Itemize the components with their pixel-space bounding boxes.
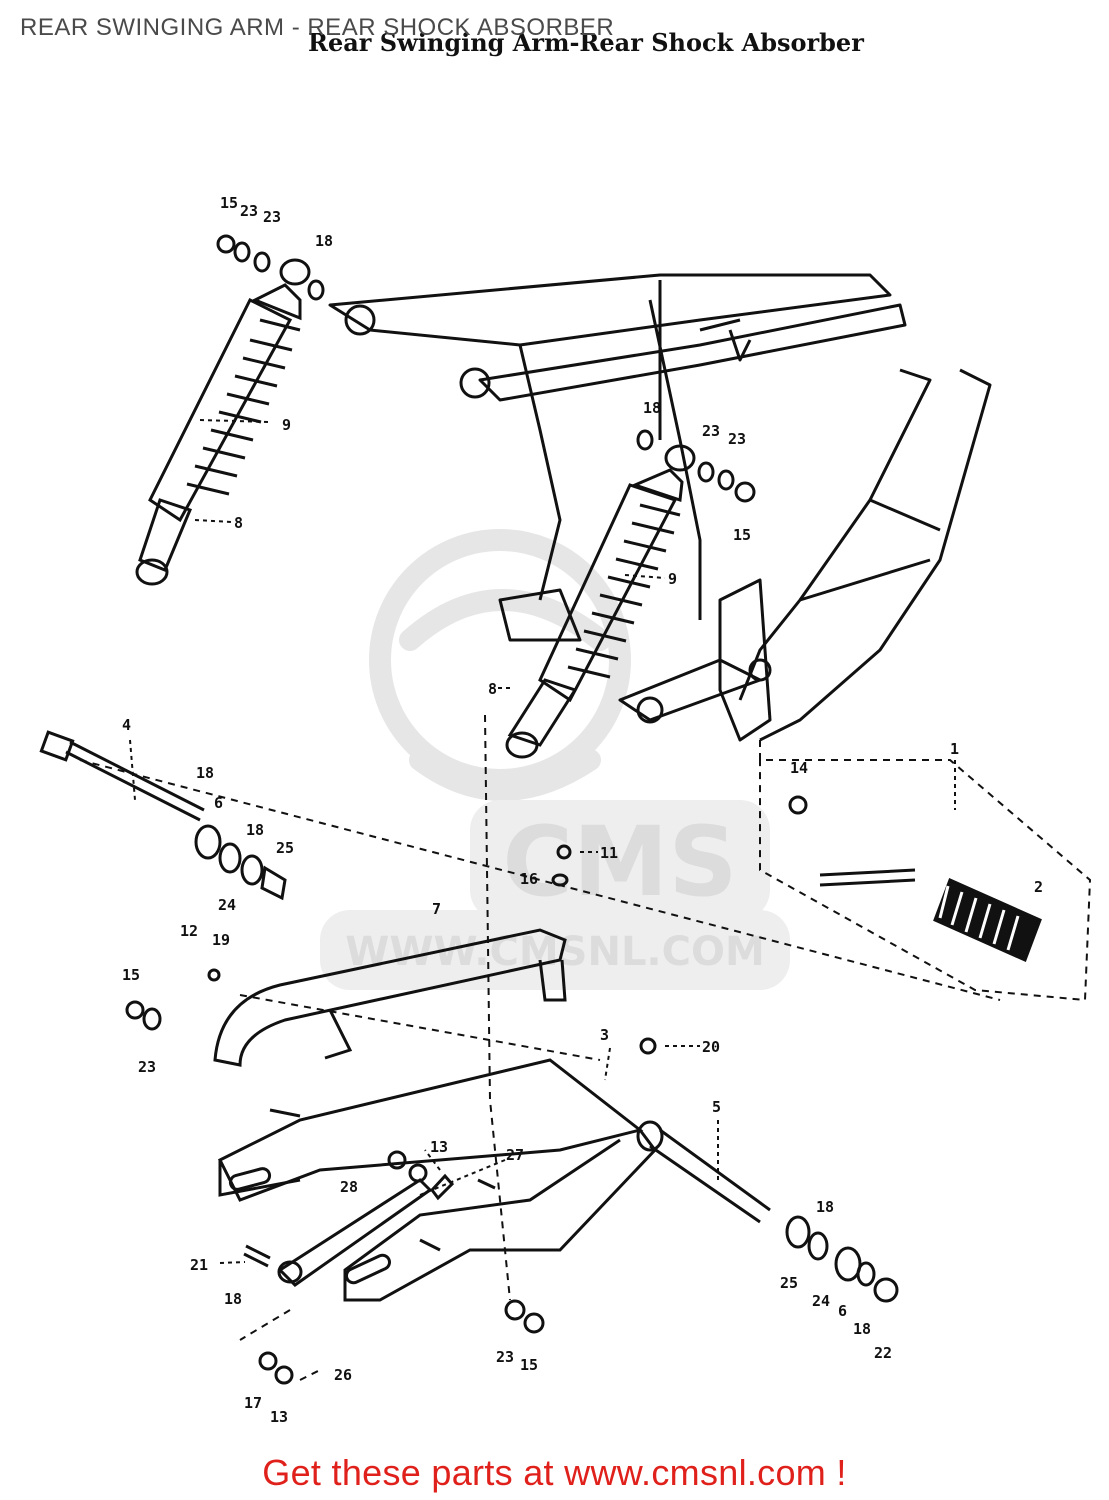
callout-label: 11	[600, 844, 618, 862]
callout-label: 23	[496, 1348, 514, 1366]
callout-label: 28	[340, 1178, 358, 1196]
callout-label: 13	[430, 1138, 448, 1156]
callout-label: 18	[643, 399, 661, 417]
diagram-title: Rear Swinging Arm-Rear Shock Absorber	[308, 28, 864, 57]
left-shock-absorber	[135, 258, 311, 586]
callout-label: 18	[224, 1290, 242, 1308]
callout-label: 23	[138, 1058, 156, 1076]
pivot-shaft-right	[636, 1120, 899, 1303]
callout-label: 24	[218, 896, 236, 914]
callout-label: 20	[702, 1038, 720, 1056]
chain-guard	[213, 928, 567, 1067]
callout-label: 2	[1034, 878, 1043, 896]
callout-label: 25	[780, 1274, 798, 1292]
callout-label: 22	[874, 1344, 892, 1362]
callout-label: 18	[246, 821, 264, 839]
callout-label: 4	[122, 716, 131, 734]
callout-label: 17	[244, 1394, 262, 1412]
guide-lines	[79, 714, 1092, 1381]
callout-label: 23	[702, 422, 720, 440]
callout-label: 27	[506, 1146, 524, 1164]
callout-label: 3	[600, 1026, 609, 1044]
callout-label: 12	[180, 922, 198, 940]
leader-lines	[129, 419, 956, 1264]
parts-diagram: CMS WWW.CMSNL.COM	[39, 194, 1092, 1426]
chain-adjuster	[933, 877, 1042, 963]
callout-label: 24	[812, 1292, 830, 1310]
callout-label: 18	[315, 232, 333, 250]
callout-label: 8	[234, 514, 243, 532]
callout-label: 23	[728, 430, 746, 448]
callout-label: 23	[240, 202, 258, 220]
callout-label: 9	[668, 570, 677, 588]
footer-link[interactable]: Get these parts at www.cmsnl.com !	[0, 1452, 1109, 1494]
swinging-arm	[217, 1058, 657, 1302]
callout-label: 15	[122, 966, 140, 984]
callout-label: 14	[790, 759, 808, 777]
frame	[328, 273, 992, 742]
callout-label: 1	[950, 740, 959, 758]
callout-label: 13	[270, 1408, 288, 1426]
callout-label: 18	[196, 764, 214, 782]
callout-label: 15	[520, 1356, 538, 1374]
callout-label: 9	[282, 416, 291, 434]
right-shock-absorber	[505, 444, 696, 759]
page-title: REAR SWINGING ARM - REAR SHOCK ABSORBER	[20, 14, 615, 41]
callout-label: 6	[214, 794, 223, 812]
watermark-logo-text: CMS	[502, 806, 737, 918]
callout-label: 23	[263, 208, 281, 226]
watermark-cms: CMS WWW.CMSNL.COM	[320, 800, 790, 990]
callout-label: 21	[190, 1256, 208, 1274]
callout-label: 6	[838, 1302, 847, 1320]
callout-label: 19	[212, 931, 230, 949]
callout-label: 15	[733, 526, 751, 544]
callout-label: 8	[488, 680, 497, 698]
callout-label: 7	[432, 900, 441, 918]
callout-labels: 15 23 23 18 9 8 18 23 23 15 9 8 4 18 6 1…	[122, 194, 1043, 1426]
callout-label: 18	[816, 1198, 834, 1216]
pivot-shaft-left	[39, 730, 287, 901]
callout-label: 15	[220, 194, 238, 212]
callout-label: 18	[853, 1320, 871, 1338]
callout-label: 5	[712, 1098, 721, 1116]
callout-label: 26	[334, 1366, 352, 1384]
callout-label: 25	[276, 839, 294, 857]
watermark-logo	[369, 529, 631, 801]
footer-text: Get these parts at www.cmsnl.com !	[262, 1452, 847, 1493]
callout-label: 16	[520, 870, 538, 888]
